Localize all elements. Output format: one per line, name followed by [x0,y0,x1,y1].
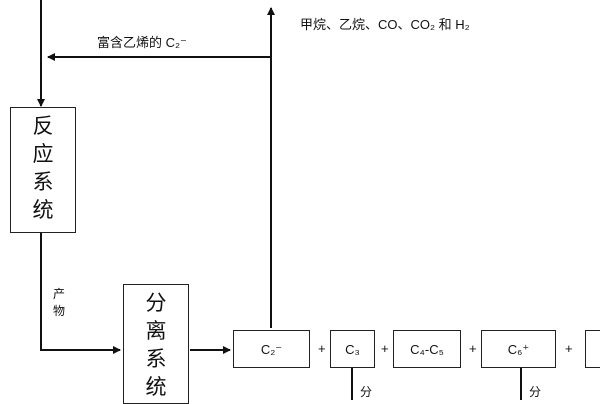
reaction-system-box: 反 应 系 统 [10,107,76,233]
plus-sign: + [318,341,326,356]
separation-system-label: 分 离 系 统 [145,291,167,399]
c2-label: C₂⁻ [260,342,283,357]
c3-box: C₃ [330,330,375,368]
top-right-label: 甲烷、乙烷、CO、CO₂ 和 H₂ [300,17,470,32]
separation-system-box: 分 离 系 统 [123,284,189,404]
c6-label: C₆⁺ [507,342,530,357]
bottom-label-2: 分 [529,385,542,399]
plus-sign: + [565,341,573,356]
product-arrow [40,232,121,354]
recycle-label: 富含乙烯的 C₂⁻ [97,35,187,50]
c2-box: C₂⁻ [233,330,310,368]
c4c5-box: C₄-C₅ [393,330,461,368]
c6-box: C₆⁺ [481,330,556,368]
product-label: 产 物 [53,287,66,318]
c3-label: C₃ [345,342,360,357]
reaction-system-label: 反 应 系 统 [32,114,54,222]
plus-sign: + [381,341,389,356]
c4c5-label: C₄-C₅ [410,342,444,357]
partial-box [585,330,600,368]
bottom-label-1: 分 [360,385,373,399]
plus-sign: + [469,341,477,356]
